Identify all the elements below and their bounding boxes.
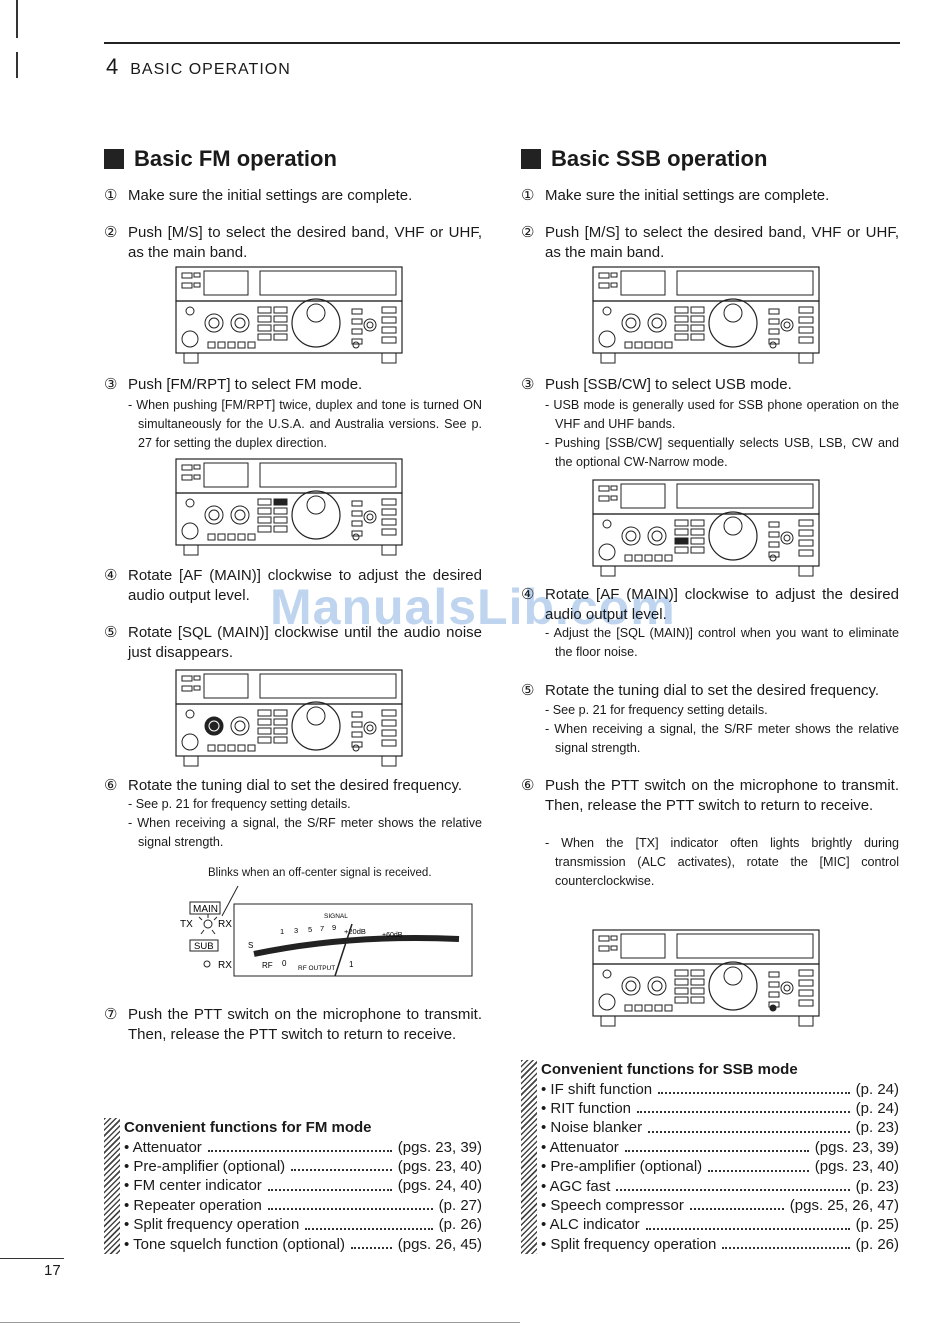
fm-step-6: ⑥ Rotate the tuning dial to set the desi… [104,777,463,794]
fm-step-4: ④ Rotate [AF (MAIN)] clockwise to adjust… [104,567,482,604]
ssb-step-6-note: - When the [TX] indicator often lights b… [545,836,899,888]
page-number: 17 [44,1262,61,1279]
section-square-icon [521,149,541,169]
meter-scale-9: 9 [332,923,336,932]
page-number-rule [0,1258,64,1259]
ssb-step-3-note: - USB mode is generally used for SSB pho… [545,398,899,431]
list-item: • Pre-amplifier (optional)(pgs. 23, 40) [541,1158,899,1176]
list-item: • Repeater operation(p. 27) [124,1196,482,1214]
ssb-step-2: ② Push [M/S] to select the desired band,… [521,224,899,261]
meter-scale-7: 7 [320,924,324,933]
fm-step-1: ① Make sure the initial settings are com… [104,187,413,204]
radio-diagram [174,265,406,365]
hatch-bar [521,1060,537,1255]
radio-diagram [174,457,406,557]
meter-scale-3: 3 [294,926,298,935]
ssb-step-6: ⑥ Push the PTT switch on the microphone … [521,777,899,814]
bottom-rule [0,1322,520,1323]
radio-diagram [591,928,823,1028]
ssb-step-4-note: - Adjust the [SQL (MAIN)] control when y… [545,626,900,659]
ssb-convenient-functions: Convenient functions for SSB mode • IF s… [521,1060,899,1255]
margin-mark [16,0,18,38]
fm-step-5: ⑤ Rotate [SQL (MAIN)] clockwise until th… [104,624,482,661]
section-square-icon [104,149,124,169]
running-head: 4 BASIC OPERATION [106,54,291,80]
list-item: • ALC indicator(p. 25) [541,1216,899,1234]
meter-scale-1: 1 [280,927,284,936]
list-item: • AGC fast(p. 23) [541,1177,899,1195]
meter-sub-label: SUB [194,941,214,952]
list-item: • Split frequency operation(p. 26) [124,1216,482,1234]
ssb-step-5: ⑤ Rotate the tuning dial to set the desi… [521,682,880,699]
list-item: • Attenuator(pgs. 23, 39) [124,1138,482,1156]
list-item: • Tone squelch function (optional)(pgs. … [124,1235,482,1253]
fm-step-7: ⑦ Push the PTT switch on the microphone … [104,1006,482,1043]
ssb-step-5-note: - See p. 21 for frequency setting detail… [545,703,768,717]
meter-rx2-label: RX [218,960,232,971]
hatch-bar [104,1118,120,1254]
meter-scale-20db: +20dB [344,927,366,936]
fm-step-3: ③ Push [FM/RPT] to select FM mode. [104,376,363,393]
meter-signal-label: SIGNAL [324,913,348,920]
ssb-step-3: ③ Push [SSB/CW] to select USB mode. [521,376,792,393]
ssb-step-5-note: - When receiving a signal, the S/RF mete… [545,722,899,755]
s-rf-meter-diagram: MAIN TX RX SUB RX SIGNAL 1 3 5 7 9 +20dB… [174,884,474,994]
list-item: • Pre-amplifier (optional)(pgs. 23, 40) [124,1157,482,1175]
fm-step-2: ② Push [M/S] to select the desired band,… [104,224,482,261]
list-item: • Split frequency operation(p. 26) [541,1235,899,1253]
ssb-step-4: ④ Rotate [AF (MAIN)] clockwise to adjust… [521,586,899,623]
radio-diagram [591,478,823,578]
watermark: ManualsLib.com [270,579,676,635]
margin-mark [16,52,18,78]
chapter-title: BASIC OPERATION [130,61,291,78]
fm-step-3-note: - When pushing [FM/RPT] twice, duplex an… [128,398,482,450]
meter-caption: Blinks when an off-center signal is rece… [208,867,432,879]
meter-scale-5: 5 [308,925,312,934]
list-item: • Speech compressor(pgs. 25, 26, 47) [541,1196,899,1214]
radio-diagram [174,668,406,768]
meter-rx-label: RX [218,919,232,930]
chapter-number: 4 [106,54,119,79]
radio-diagram [591,265,823,365]
fm-convenient-functions: Convenient functions for FM mode • Atten… [104,1118,482,1254]
meter-rf-output-label: RF OUTPUT [298,965,335,972]
meter-rf-label: RF [262,961,273,970]
ssb-step-3-note: - Pushing [SSB/CW] sequentially selects … [545,436,900,469]
fm-step-6-note: - When receiving a signal, the S/RF mete… [128,816,482,849]
ssb-step-1: ① Make sure the initial settings are com… [521,187,830,204]
meter-one-label: 1 [349,960,354,969]
fm-section-title: Basic FM operation [104,146,337,172]
meter-tx-label: TX [180,919,193,930]
list-item: • Attenuator(pgs. 23, 39) [541,1138,899,1156]
list-item: • RIT function(p. 24) [541,1099,899,1117]
list-item: • FM center indicator(pgs. 24, 40) [124,1177,482,1195]
meter-main-label: MAIN [193,904,218,915]
header-rule [104,42,900,44]
fm-step-6-note: - See p. 21 for frequency setting detail… [128,797,351,811]
meter-zero-label: 0 [282,959,287,968]
meter-s-label: S [248,941,253,950]
meter-scale-60db: +60dB [382,932,403,939]
list-item: • IF shift function(p. 24) [541,1080,899,1098]
list-item: • Noise blanker(p. 23) [541,1119,899,1137]
ssb-section-title: Basic SSB operation [521,146,767,172]
